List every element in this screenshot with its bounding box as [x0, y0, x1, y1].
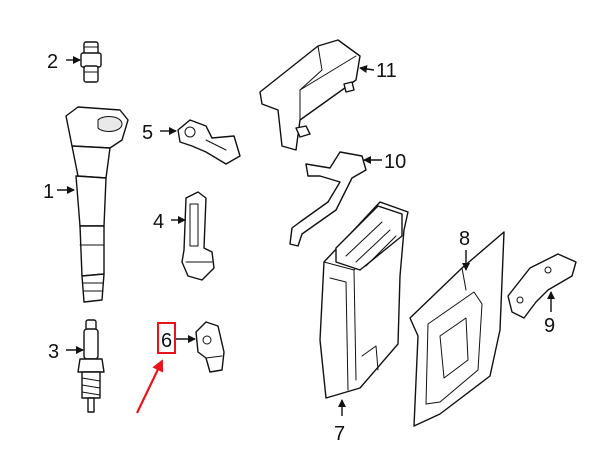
callout-4[interactable]: 4	[153, 211, 164, 233]
callout-10[interactable]: 10	[384, 151, 406, 173]
part-1-ignition-coil[interactable]	[65, 106, 129, 303]
part-2-sensor[interactable]	[80, 41, 102, 83]
part-8-mounting-plate[interactable]	[409, 231, 505, 427]
part-5-camshaft-sensor[interactable]	[177, 119, 241, 165]
callout-6[interactable]: 6	[161, 330, 172, 352]
part-6-knock-sensor[interactable]	[195, 321, 225, 373]
callout-5[interactable]: 5	[142, 122, 153, 144]
callout-labels: 2 1 3 5 4 6 7 8 9 10 11	[43, 51, 555, 445]
callout-1[interactable]: 1	[43, 181, 54, 203]
callout-3[interactable]: 3	[48, 341, 59, 363]
callout-11[interactable]: 11	[376, 60, 397, 82]
highlight-arrow	[136, 359, 164, 414]
part-4-crankshaft-sensor[interactable]	[181, 191, 215, 281]
part-9-small-bracket[interactable]	[507, 253, 577, 319]
callout-2[interactable]: 2	[47, 51, 58, 73]
part-7-ecu[interactable]	[319, 201, 409, 399]
part-10-bracket[interactable]	[289, 151, 367, 247]
callout-9[interactable]: 9	[544, 315, 555, 337]
callout-7[interactable]: 7	[334, 423, 345, 445]
callout-8[interactable]: 8	[459, 228, 470, 250]
part-11-cover[interactable]	[259, 39, 361, 151]
highlight-callout-6	[136, 322, 176, 414]
highlight-box	[157, 322, 176, 354]
part-3-spark-plug[interactable]	[77, 319, 105, 413]
leader-lines	[57, 56, 555, 416]
